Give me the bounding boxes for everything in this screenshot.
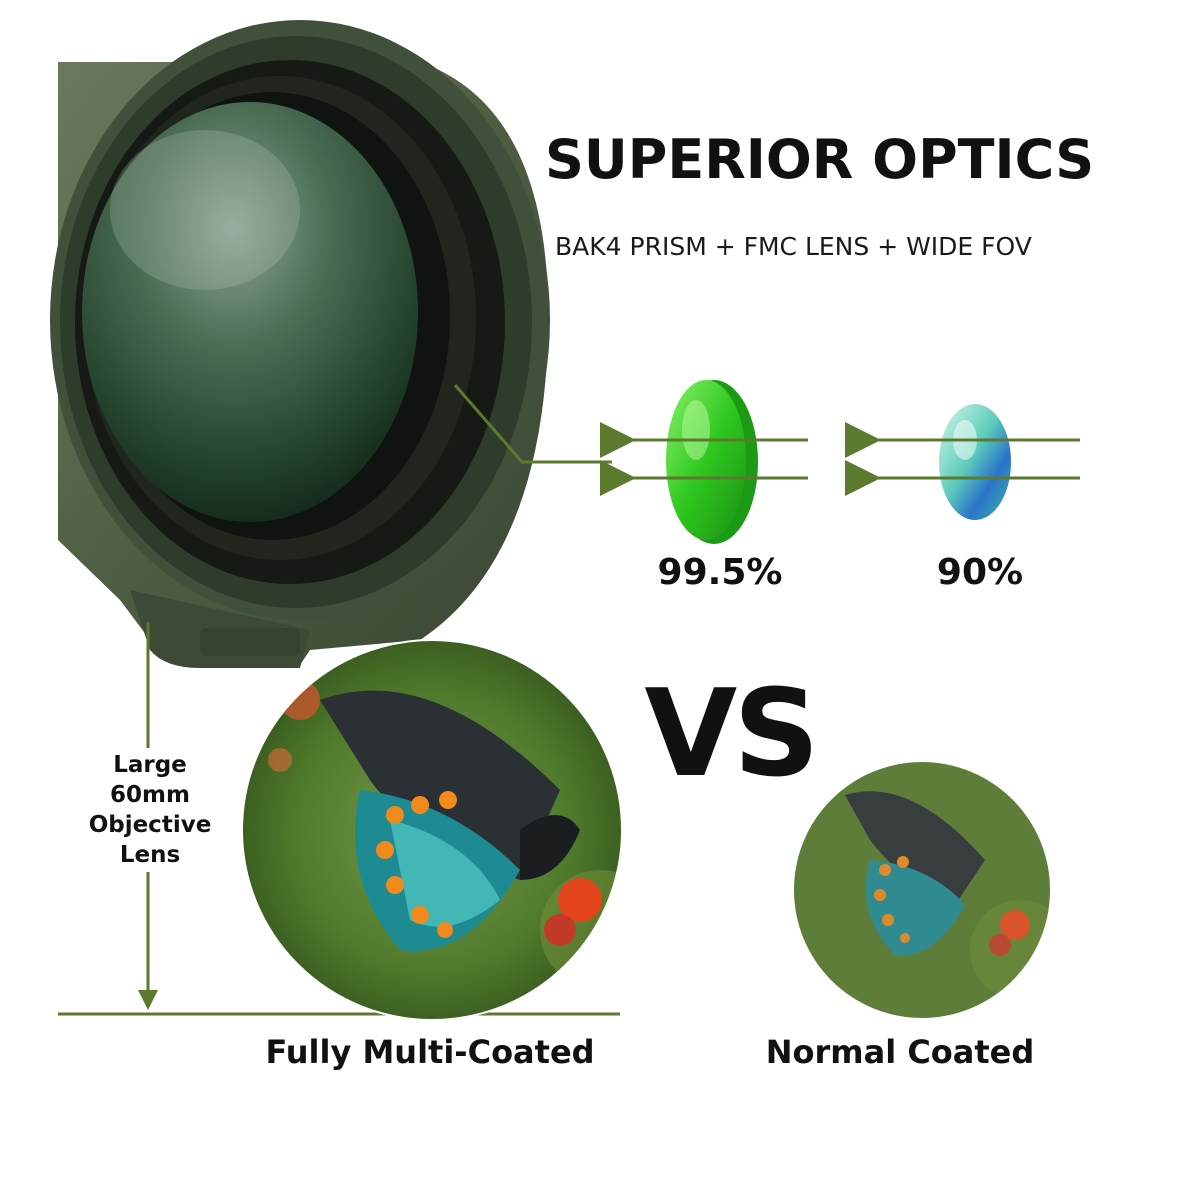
fmc-transmission-value: 99.5% [657,552,783,593]
feature-subtitle: BAK4 PRISM + FMC LENS + WIDE FOV [555,232,1032,261]
normal-lens-diagram [845,404,1080,520]
fmc-caption: Fully Multi-Coated [265,1033,595,1071]
vs-label: VS [644,665,819,804]
lens-pointer-line [453,384,612,464]
objective-lens-label: Large 60mm Objective Lens [70,748,230,872]
objective-lens-label-line: Objective [88,812,212,838]
normal-caption: Normal Coated [765,1033,1035,1071]
objective-lens-label-line: 60mm [110,782,190,808]
normal-transmission-value: 90% [936,552,1024,593]
fmc-lens-diagram [600,380,808,544]
normal-sample-photo [794,762,1050,1018]
fmc-sample-photo [242,640,622,1020]
objective-lens-label-line: Lens [119,842,181,868]
page-title: SUPERIOR OPTICS [545,128,1095,191]
scope-illustration [50,20,550,668]
objective-lens-label-line: Large [113,752,187,778]
